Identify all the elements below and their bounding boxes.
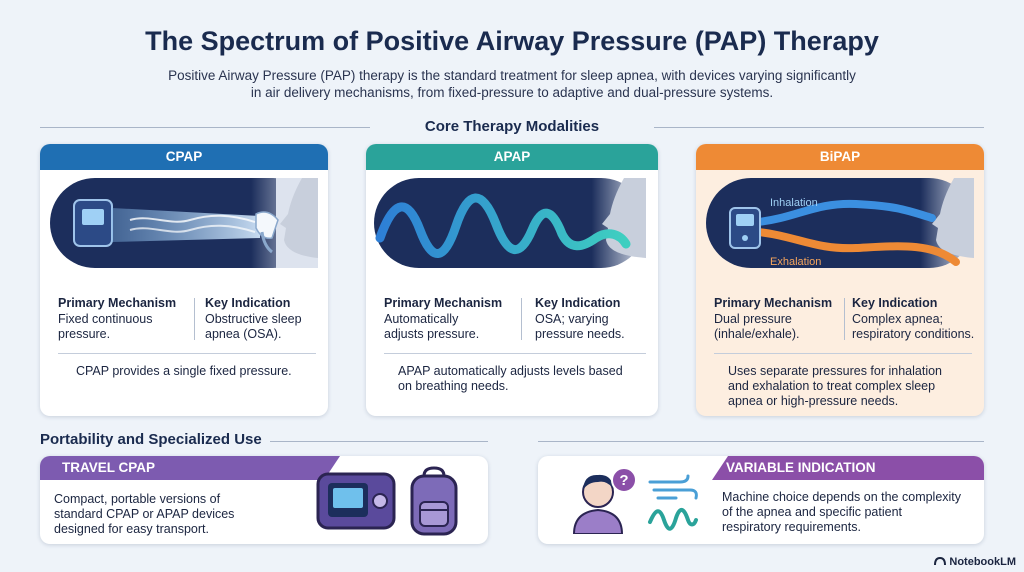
indication-line: Obstructive sleep — [205, 312, 302, 326]
mechanism-label: Primary Mechanism — [384, 296, 503, 310]
core-section-header: Core Therapy Modalities — [40, 118, 984, 136]
indication-line: pressure needs. — [535, 327, 625, 341]
cpap-card-header: CPAP — [40, 144, 328, 170]
question-icon: ? — [611, 467, 637, 493]
person-icon — [572, 474, 624, 534]
cpap-machine-icon — [73, 199, 113, 247]
mechanism-line: (inhale/exhale). — [714, 327, 800, 341]
description-line: APAP automatically adjusts levels based — [398, 364, 623, 378]
bipap-illustration: Inhalation Exhalation — [706, 178, 974, 268]
description-line: CPAP provides a single fixed pressure. — [76, 364, 292, 378]
travel-cpap-text: Compact, portable versions of standard C… — [54, 492, 314, 537]
text-line: respiratory requirements. — [722, 520, 861, 534]
page-title: The Spectrum of Positive Airway Pressure… — [145, 26, 879, 56]
column-divider — [521, 298, 522, 340]
notebook-icon — [934, 556, 947, 566]
card-divider — [384, 353, 646, 354]
core-heading: Core Therapy Modalities — [424, 118, 600, 135]
apap-mechanism: Primary Mechanism Automatically adjusts … — [384, 296, 514, 342]
page-subtitle: Positive Airway Pressure (PAP) therapy i… — [150, 67, 874, 101]
card-divider — [58, 353, 316, 354]
indication-line: respiratory conditions. — [852, 327, 975, 341]
column-divider — [844, 298, 845, 340]
bipap-details: Primary Mechanism Dual pressure (inhale/… — [714, 296, 974, 346]
variable-indication-text: Machine choice depends on the complexity… — [722, 490, 978, 535]
indication-line: apnea (OSA). — [205, 327, 282, 341]
card-divider — [714, 353, 972, 354]
travel-band-shape — [40, 456, 340, 480]
bipap-indication: Key Indication Complex apnea; respirator… — [852, 296, 980, 342]
indication-label: Key Indication — [852, 296, 938, 310]
variable-band-shape — [712, 456, 984, 480]
mechanism-line: adjusts pressure. — [384, 327, 480, 341]
exhalation-label: Exhalation — [770, 256, 821, 268]
backpack-icon — [410, 466, 458, 536]
bipap-machine-icon — [729, 207, 761, 249]
text-line: Compact, portable versions of — [54, 492, 221, 506]
portable-cpap-icon — [316, 472, 396, 530]
mechanism-label: Primary Mechanism — [58, 296, 177, 310]
cpap-illustration — [50, 178, 318, 268]
divider-line — [40, 127, 370, 128]
indication-label: Key Indication — [205, 296, 291, 310]
text-line: of the apnea and specific patient — [722, 505, 902, 519]
indication-line: OSA; varying — [535, 312, 609, 326]
description-line: Uses separate pressures for inhalation — [728, 364, 943, 378]
description-line: apnea or high-pressure needs. — [728, 394, 899, 408]
description-line: on breathing needs. — [398, 379, 509, 393]
bipap-card-header: BiPAP — [696, 144, 984, 170]
cpap-details: Primary Mechanism Fixed continuous press… — [58, 296, 316, 346]
mechanism-label: Primary Mechanism — [714, 296, 833, 310]
apap-card-header: APAP — [366, 144, 658, 170]
portability-heading: Portability and Specialized Use — [40, 431, 262, 448]
travel-cpap-card: TRAVEL CPAP Compact, portable versions o… — [40, 456, 488, 544]
question-glyph: ? — [619, 472, 628, 489]
apap-card: APAP Primary Mechanism Automatically adj… — [366, 144, 658, 416]
description-line: and exhalation to treat complex sleep — [728, 379, 936, 393]
mechanism-line: pressure. — [58, 327, 111, 341]
cpap-card: CPAP Primary Mechanism Fixed continuou — [40, 144, 328, 416]
divider-line — [270, 441, 488, 442]
divider-line — [654, 127, 984, 128]
apap-details: Primary Mechanism Automatically adjusts … — [384, 296, 642, 346]
cpap-description: CPAP provides a single fixed pressure. — [76, 364, 316, 379]
bipap-card: BiPAP Inhalation Exhalation Primary Mech… — [696, 144, 984, 416]
variable-indication-card: VARIABLE INDICATION ? Machine choice dep… — [538, 456, 984, 544]
cpap-indication: Key Indication Obstructive sleep apnea (… — [205, 296, 320, 342]
variable-indication-title: VARIABLE INDICATION — [726, 460, 876, 475]
wind-icon — [648, 474, 698, 531]
wave-icon — [375, 193, 631, 258]
text-line: Machine choice depends on the complexity — [722, 490, 962, 504]
text-line: standard CPAP or APAP devices — [54, 507, 235, 521]
brand-text: NotebookLM — [949, 556, 1016, 568]
indication-line: Complex apnea; — [852, 312, 944, 326]
apap-indication: Key Indication OSA; varying pressure nee… — [535, 296, 650, 342]
bipap-mechanism: Primary Mechanism Dual pressure (inhale/… — [714, 296, 844, 342]
subtitle-line: in air delivery mechanisms, from fixed-p… — [250, 85, 774, 100]
subtitle-line: Positive Airway Pressure (PAP) therapy i… — [168, 68, 856, 83]
face-icon — [932, 178, 974, 258]
mechanism-line: Automatically — [384, 312, 459, 326]
divider-line — [538, 441, 984, 442]
column-divider — [194, 298, 195, 340]
mechanism-line: Dual pressure — [714, 312, 792, 326]
indication-label: Key Indication — [535, 296, 621, 310]
travel-cpap-title: TRAVEL CPAP — [62, 460, 156, 475]
inhalation-label: Inhalation — [770, 197, 818, 209]
bipap-description: Uses separate pressures for inhalation a… — [728, 364, 978, 409]
mechanism-line: Fixed continuous — [58, 312, 153, 326]
apap-description: APAP automatically adjusts levels based … — [398, 364, 648, 394]
cpap-mechanism: Primary Mechanism Fixed continuous press… — [58, 296, 188, 342]
mask-face-icon — [255, 178, 318, 258]
text-line: designed for easy transport. — [54, 522, 209, 536]
apap-illustration — [374, 178, 646, 268]
brand-logo: NotebookLM — [934, 556, 1016, 568]
